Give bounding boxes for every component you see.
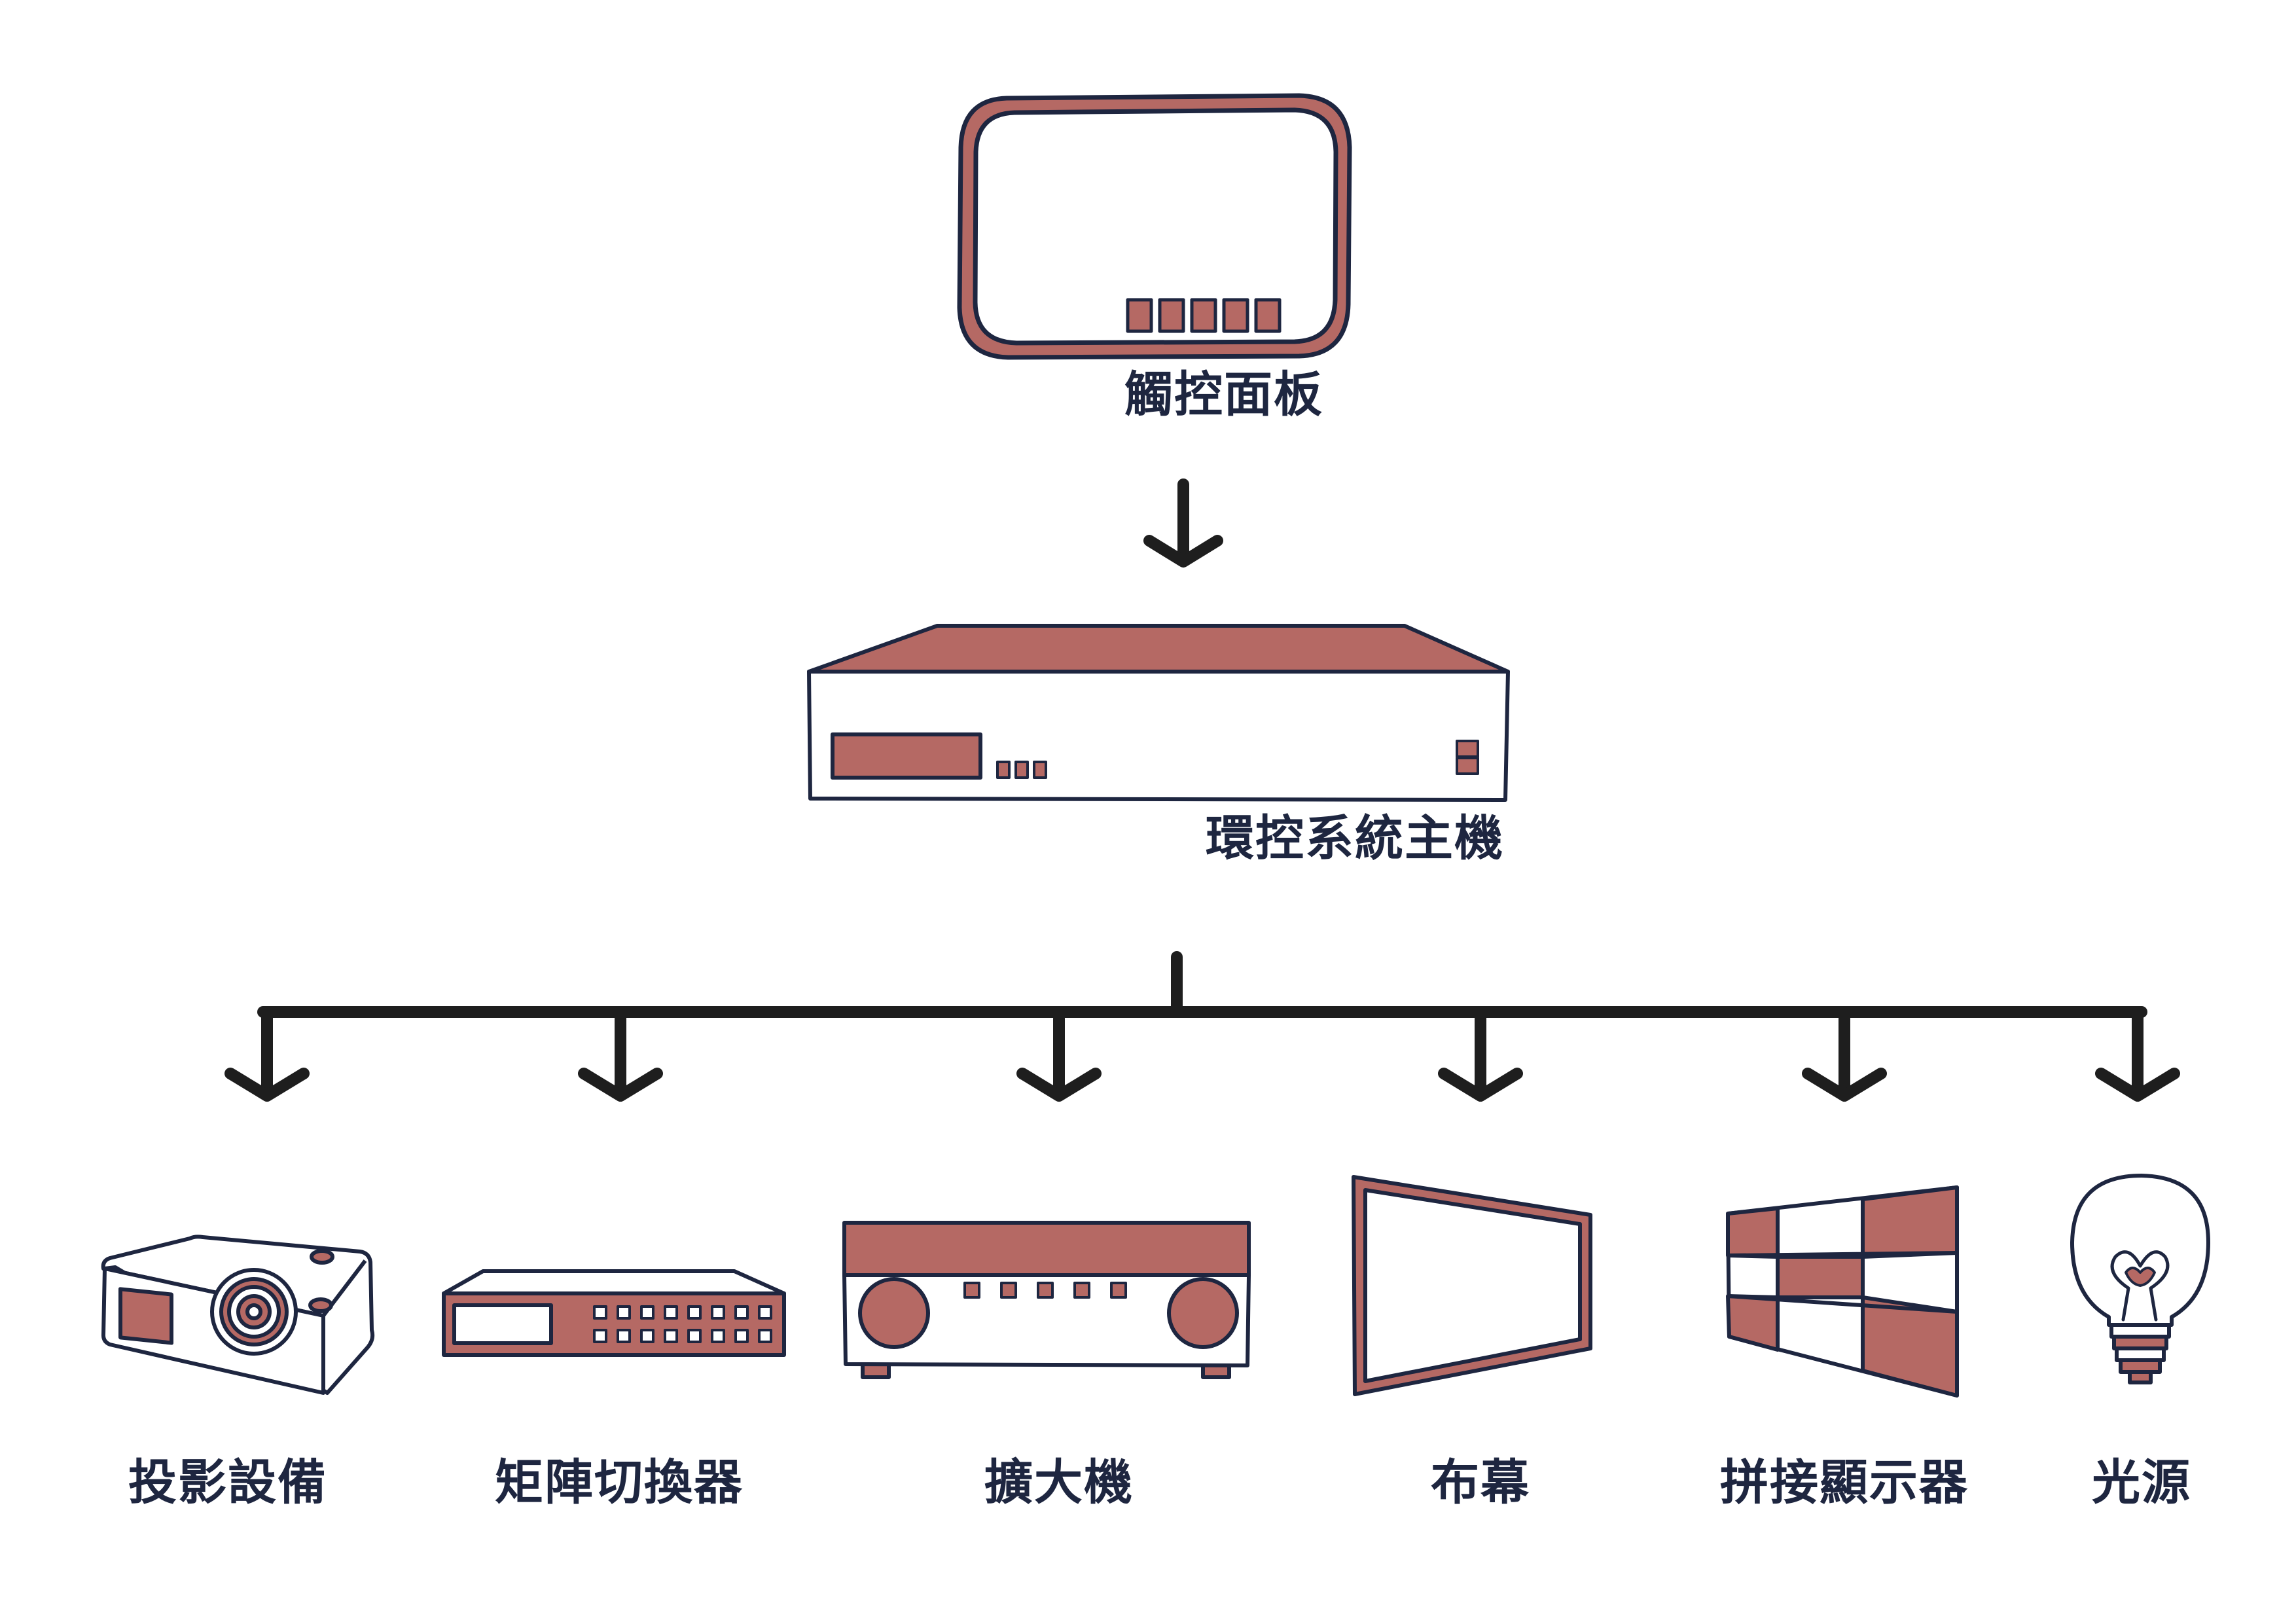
video-wall-icon (1726, 1185, 1959, 1398)
projector-icon (101, 1235, 375, 1395)
device-label-matrix-switcher: 矩陣切換器 (495, 1454, 744, 1511)
device-label-screen: 布幕 (1431, 1454, 1530, 1511)
amplifier-icon (842, 1221, 1251, 1379)
arrow-panel-to-host (1143, 478, 1223, 568)
device-label-projector: 投影設備 (128, 1454, 327, 1511)
touch-panel-icon (957, 93, 1352, 360)
device-label-amplifier: 擴大機 (984, 1454, 1134, 1511)
distribution-bus (224, 951, 2180, 1102)
control-host-label: 環控系統主機 (1206, 810, 1504, 867)
touch-panel-label: 觸控面板 (1124, 367, 1323, 423)
control-host-icon (807, 624, 1510, 802)
light-bulb-icon (2070, 1174, 2210, 1384)
matrix-switcher-icon (442, 1269, 786, 1357)
device-label-video-wall: 拼接顯示器 (1720, 1454, 1969, 1511)
device-label-light-source: 光源 (2092, 1454, 2191, 1511)
screen-icon (1352, 1175, 1592, 1396)
